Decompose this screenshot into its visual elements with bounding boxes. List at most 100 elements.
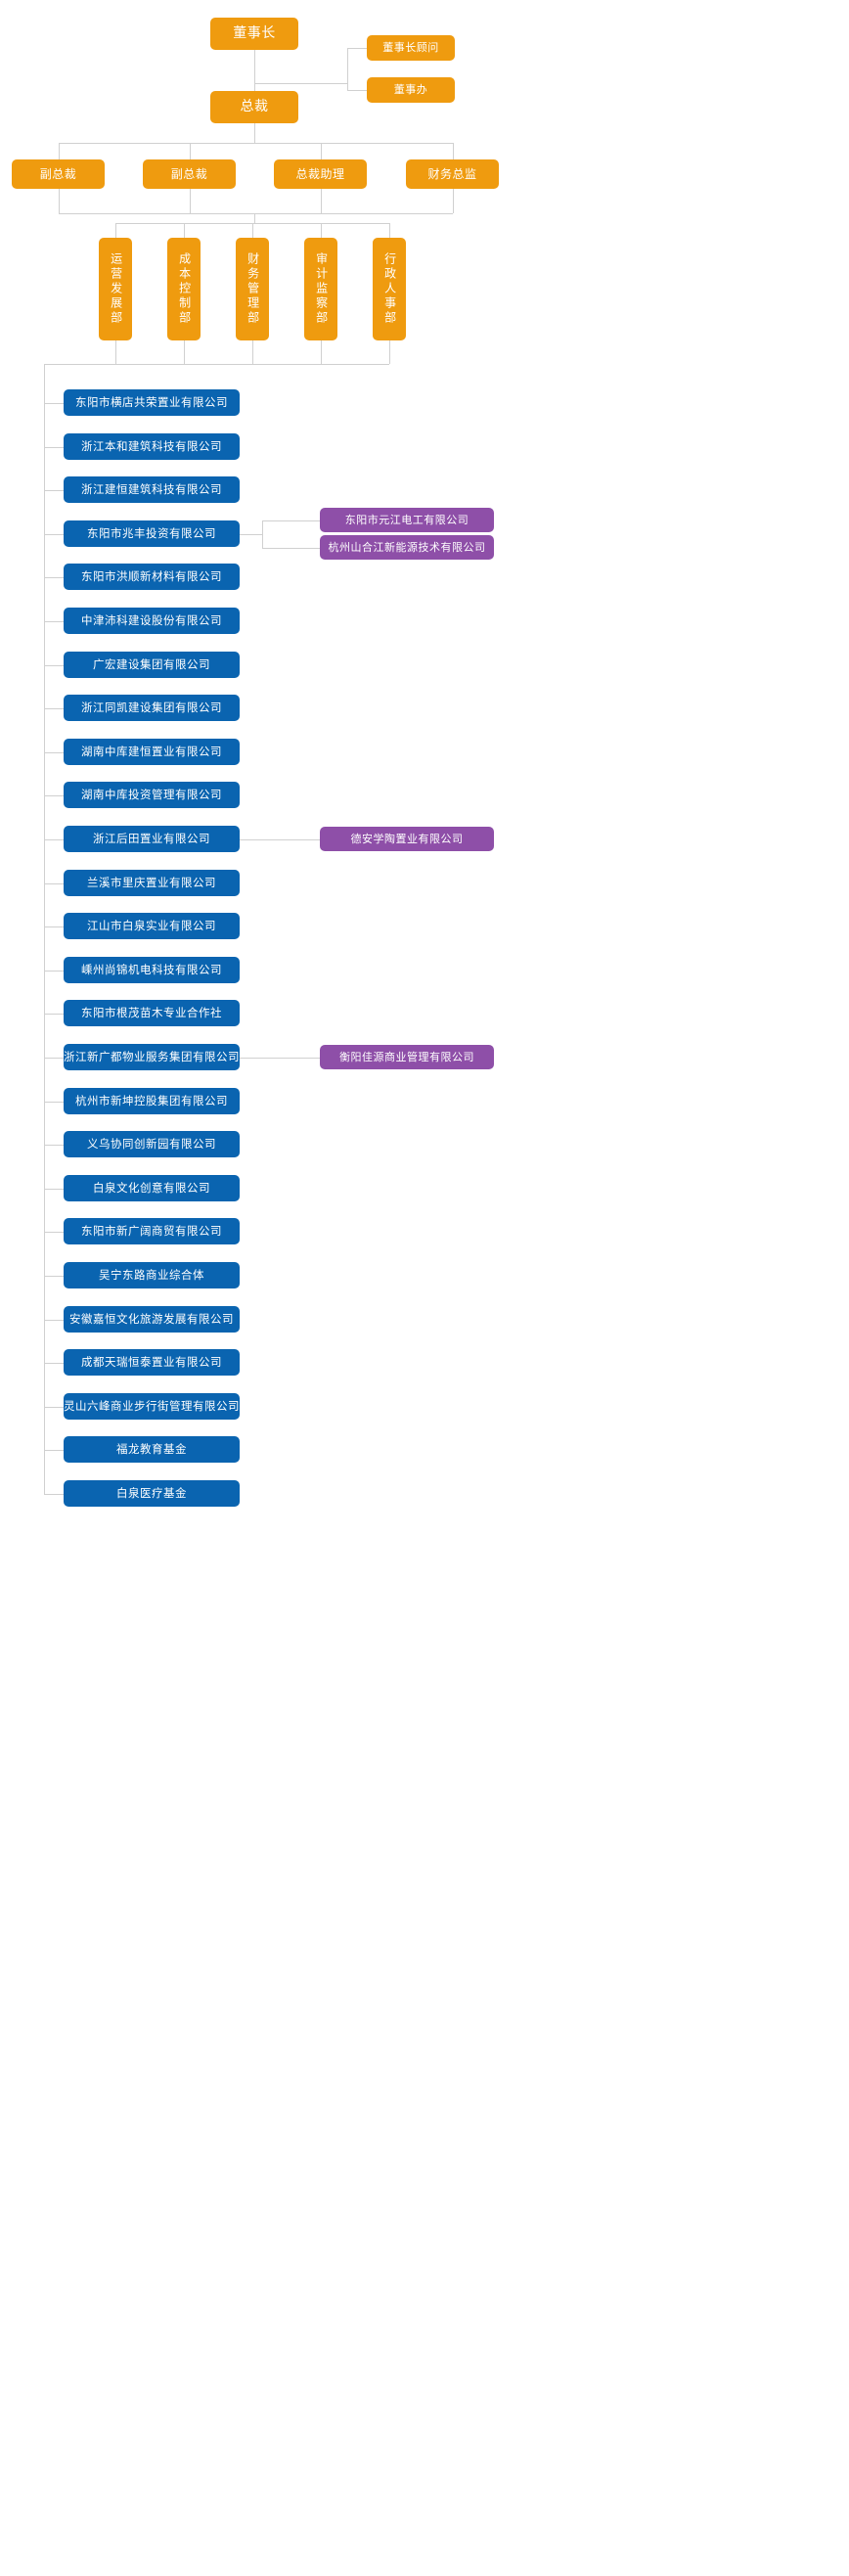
department-bottom-0	[115, 340, 116, 364]
node-subsidiary-24[interactable]: 福龙教育基金	[64, 1436, 240, 1463]
subsidiary-stub-15	[44, 1057, 64, 1059]
node-subsidiary-0[interactable]: 东阳市横店共荣置业有限公司	[64, 389, 240, 416]
department-bottom-3	[321, 340, 322, 364]
advisor-stub	[347, 48, 367, 49]
node-subsidiary-14[interactable]: 东阳市根茂苗木专业合作社	[64, 1000, 240, 1026]
officer-drop-3	[452, 143, 454, 159]
node-subsidiary-10[interactable]: 浙江后田置业有限公司	[64, 826, 240, 852]
affiliate-link-3	[240, 1057, 320, 1059]
subsidiary-stub-22	[44, 1362, 64, 1364]
node-department-4[interactable]: 行政人事部	[373, 238, 406, 340]
node-president[interactable]: 总裁	[210, 91, 298, 123]
node-subsidiary-21[interactable]: 安徽嘉恒文化旅游发展有限公司	[64, 1306, 240, 1333]
subsidiary-stub-14	[44, 1013, 64, 1015]
subsidiary-rail	[44, 364, 45, 1494]
node-department-0[interactable]: 运营发展部	[99, 238, 132, 340]
node-subsidiary-7[interactable]: 浙江同凯建设集团有限公司	[64, 695, 240, 721]
officer-drop-0	[58, 143, 60, 159]
president-trunk	[254, 123, 255, 143]
subsidiary-stub-25	[44, 1493, 64, 1495]
department-drop-4	[389, 223, 390, 238]
node-subsidiary-23[interactable]: 灵山六峰商业步行街管理有限公司	[64, 1393, 240, 1420]
department-drop-3	[321, 223, 322, 238]
department-drop-1	[184, 223, 185, 238]
subsidiary-stub-24	[44, 1449, 64, 1451]
node-officer-2[interactable]: 总裁助理	[274, 159, 367, 189]
subsidiary-stub-17	[44, 1144, 64, 1146]
node-subsidiary-19[interactable]: 东阳市新广阔商贸有限公司	[64, 1218, 240, 1244]
subsidiary-stub-10	[44, 838, 64, 840]
node-subsidiary-20[interactable]: 吴宁东路商业综合体	[64, 1262, 240, 1288]
node-subsidiary-2[interactable]: 浙江建恒建筑科技有限公司	[64, 476, 240, 503]
subsidiary-stub-4	[44, 576, 64, 578]
node-subsidiary-18[interactable]: 白泉文化创意有限公司	[64, 1175, 240, 1201]
affiliate-branch-3	[240, 533, 262, 535]
subsidiary-stub-23	[44, 1406, 64, 1408]
node-board-office[interactable]: 董事办	[367, 77, 455, 103]
officer-bus	[58, 143, 453, 144]
officer-lower-bus	[58, 213, 453, 214]
subsidiary-stub-5	[44, 620, 64, 622]
node-officer-1[interactable]: 副总裁	[143, 159, 236, 189]
node-affiliate-0[interactable]: 东阳市元江电工有限公司	[320, 508, 494, 532]
subsidiary-stub-8	[44, 751, 64, 753]
subsidiary-stub-16	[44, 1101, 64, 1103]
node-subsidiary-13[interactable]: 嵊州尚锦机电科技有限公司	[64, 957, 240, 983]
subsidiary-stub-0	[44, 402, 64, 404]
subsidiary-stub-12	[44, 926, 64, 927]
subsidiary-stub-3	[44, 533, 64, 535]
node-officer-3[interactable]: 财务总监	[406, 159, 499, 189]
node-officer-0[interactable]: 副总裁	[12, 159, 105, 189]
node-subsidiary-9[interactable]: 湖南中库投资管理有限公司	[64, 782, 240, 808]
subsidiary-stub-18	[44, 1188, 64, 1190]
department-bottom-2	[252, 340, 253, 364]
subsidiary-stub-2	[44, 489, 64, 491]
department-drop-2	[252, 223, 253, 238]
subsidiary-stub-20	[44, 1275, 64, 1277]
affiliate-link-0	[262, 520, 320, 521]
subsidiary-rail-top	[44, 364, 254, 365]
node-department-2[interactable]: 财务管理部	[236, 238, 269, 340]
node-subsidiary-22[interactable]: 成都天瑞恒泰置业有限公司	[64, 1349, 240, 1376]
node-subsidiary-1[interactable]: 浙江本和建筑科技有限公司	[64, 433, 240, 460]
node-chairman-advisor[interactable]: 董事长顾问	[367, 35, 455, 61]
node-affiliate-1[interactable]: 杭州山合江新能源技术有限公司	[320, 535, 494, 560]
chairman-side-branch	[254, 83, 347, 84]
subsidiary-stub-9	[44, 794, 64, 796]
node-subsidiary-5[interactable]: 中津沛科建设股份有限公司	[64, 608, 240, 634]
subsidiary-stub-13	[44, 970, 64, 972]
node-subsidiary-25[interactable]: 白泉医疗基金	[64, 1480, 240, 1507]
officer-drop-1	[189, 143, 191, 159]
node-chairman[interactable]: 董事长	[210, 18, 298, 50]
subsidiary-stub-1	[44, 446, 64, 448]
subsidiary-stub-7	[44, 707, 64, 709]
affiliate-branch-vert-3	[262, 520, 263, 548]
node-subsidiary-17[interactable]: 义乌协同创新园有限公司	[64, 1131, 240, 1157]
subsidiary-stub-6	[44, 664, 64, 666]
subsidiary-stub-11	[44, 882, 64, 884]
node-subsidiary-16[interactable]: 杭州市新坤控股集团有限公司	[64, 1088, 240, 1114]
node-subsidiary-11[interactable]: 兰溪市里庆置业有限公司	[64, 870, 240, 896]
affiliate-link-2	[240, 838, 320, 840]
department-drop-0	[115, 223, 116, 238]
node-affiliate-3[interactable]: 衡阳佳源商业管理有限公司	[320, 1045, 494, 1069]
node-subsidiary-4[interactable]: 东阳市洪顺新材料有限公司	[64, 564, 240, 590]
officer-bottom-2	[320, 189, 322, 213]
node-subsidiary-8[interactable]: 湖南中库建恒置业有限公司	[64, 739, 240, 765]
officer-bottom-1	[189, 189, 191, 213]
department-bottom-1	[184, 340, 185, 364]
affiliate-link-1	[262, 547, 320, 549]
node-department-1[interactable]: 成本控制部	[167, 238, 201, 340]
side-vertical	[347, 48, 348, 90]
department-trunk	[254, 213, 255, 223]
node-subsidiary-12[interactable]: 江山市白泉实业有限公司	[64, 913, 240, 939]
node-affiliate-2[interactable]: 德安学陶置业有限公司	[320, 827, 494, 851]
node-department-3[interactable]: 审计监察部	[304, 238, 337, 340]
department-bottom-4	[389, 340, 390, 364]
officer-drop-2	[320, 143, 322, 159]
node-subsidiary-3[interactable]: 东阳市兆丰投资有限公司	[64, 520, 240, 547]
node-subsidiary-15[interactable]: 浙江新广都物业服务集团有限公司	[64, 1044, 240, 1070]
subsidiary-stub-21	[44, 1319, 64, 1321]
node-subsidiary-6[interactable]: 广宏建设集团有限公司	[64, 652, 240, 678]
